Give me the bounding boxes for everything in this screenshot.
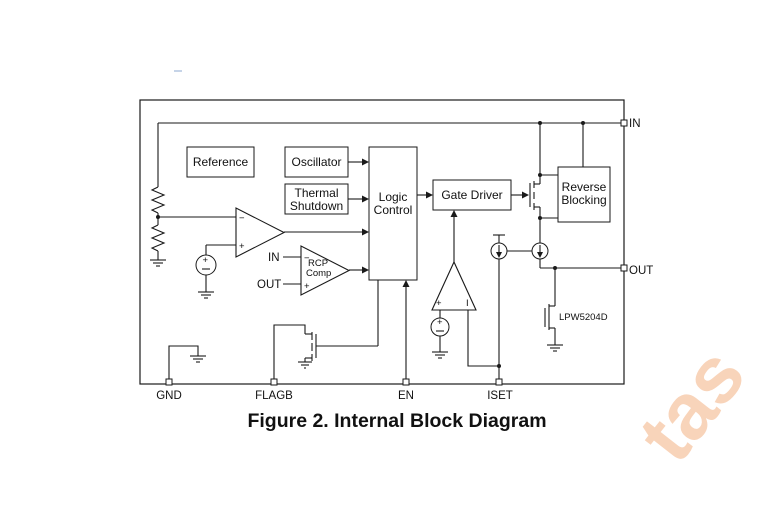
gnd-wire <box>168 345 206 379</box>
svg-text:+: + <box>203 255 209 266</box>
rcp-label-line1: RCP <box>308 258 328 269</box>
flagb-pin: FLAGB <box>255 378 293 402</box>
thermal-to-logic-arrow <box>348 195 369 203</box>
iset-pin-label: ISET <box>487 390 513 402</box>
svg-text:+: + <box>437 317 443 328</box>
out-pin-right-label: OUT <box>629 265 653 277</box>
svg-text:−: − <box>304 253 310 264</box>
svg-text:+: + <box>304 281 310 292</box>
divider-ground-icon <box>150 259 166 267</box>
chip-outline <box>139 99 625 385</box>
gnd-pin: GND <box>156 378 182 402</box>
en-pin: EN <box>398 378 414 402</box>
rcp-in-label: IN <box>268 252 280 264</box>
svg-text:I: I <box>466 298 469 309</box>
rcp-out-label: OUT <box>257 279 281 291</box>
thermal-shutdown-block <box>284 183 349 215</box>
gnd-pin-label: GND <box>156 390 182 402</box>
current-sense-source-icon <box>490 234 508 260</box>
oscillator-block <box>284 146 349 178</box>
logic-to-gate-driver-arrow <box>417 191 433 199</box>
flagb-pin-label: FLAGB <box>255 390 293 402</box>
rcp-comparator: − + RCP Comp <box>300 245 351 296</box>
oscillator-to-logic-arrow <box>348 158 369 166</box>
reverse-label-line1: Reverse <box>562 180 607 194</box>
current-reference-source-icon: + <box>430 317 450 359</box>
oscillator-label: Oscillator <box>291 155 341 169</box>
logic-label-line2: Control <box>374 203 413 217</box>
logic-control-block <box>368 146 418 281</box>
gate-driver-to-mosfet-arrow <box>511 191 529 199</box>
discharge-mosfet-icon <box>544 268 563 352</box>
flagb-mosfet-icon <box>273 280 379 379</box>
thermal-label-line2: Shutdown <box>290 199 343 213</box>
error-amplifier: − + <box>235 207 286 258</box>
figure-caption: Figure 2. Internal Block Diagram <box>247 410 546 432</box>
reference-block <box>186 146 255 178</box>
svg-text:+: + <box>436 298 442 309</box>
thermal-label-line1: Thermal <box>294 186 338 200</box>
in-pin-right: IN <box>620 118 641 130</box>
current-amp-to-gate-arrow <box>450 210 458 262</box>
gate-driver-label: Gate Driver <box>441 188 502 202</box>
iset-pin: ISET <box>487 368 513 402</box>
out-pin-right: OUT <box>620 264 653 277</box>
svg-text:−: − <box>239 213 245 224</box>
en-pin-label: EN <box>398 390 414 402</box>
reverse-label-line2: Blocking <box>561 193 606 207</box>
rcp-to-logic-arrow <box>349 266 369 274</box>
svg-text:+: + <box>239 241 245 252</box>
amplifier-to-logic-arrow <box>284 228 369 236</box>
rcp-label-line2: Comp <box>306 268 331 279</box>
watermark-text: tas <box>621 332 762 478</box>
en-to-logic-arrow <box>402 280 410 379</box>
resistor-divider <box>150 186 236 260</box>
gate-driver-block <box>432 179 512 211</box>
current-limit-amplifier: + I <box>431 260 477 311</box>
reverse-blocking-block <box>557 166 611 223</box>
reference-label: Reference <box>193 155 249 169</box>
mirror-current-source-icon <box>531 242 549 260</box>
device-label: LPW5204D <box>559 312 608 323</box>
reference-voltage-source-icon: + <box>195 254 217 299</box>
logic-label-line1: Logic <box>379 190 408 204</box>
in-pin-right-label: IN <box>629 118 641 130</box>
